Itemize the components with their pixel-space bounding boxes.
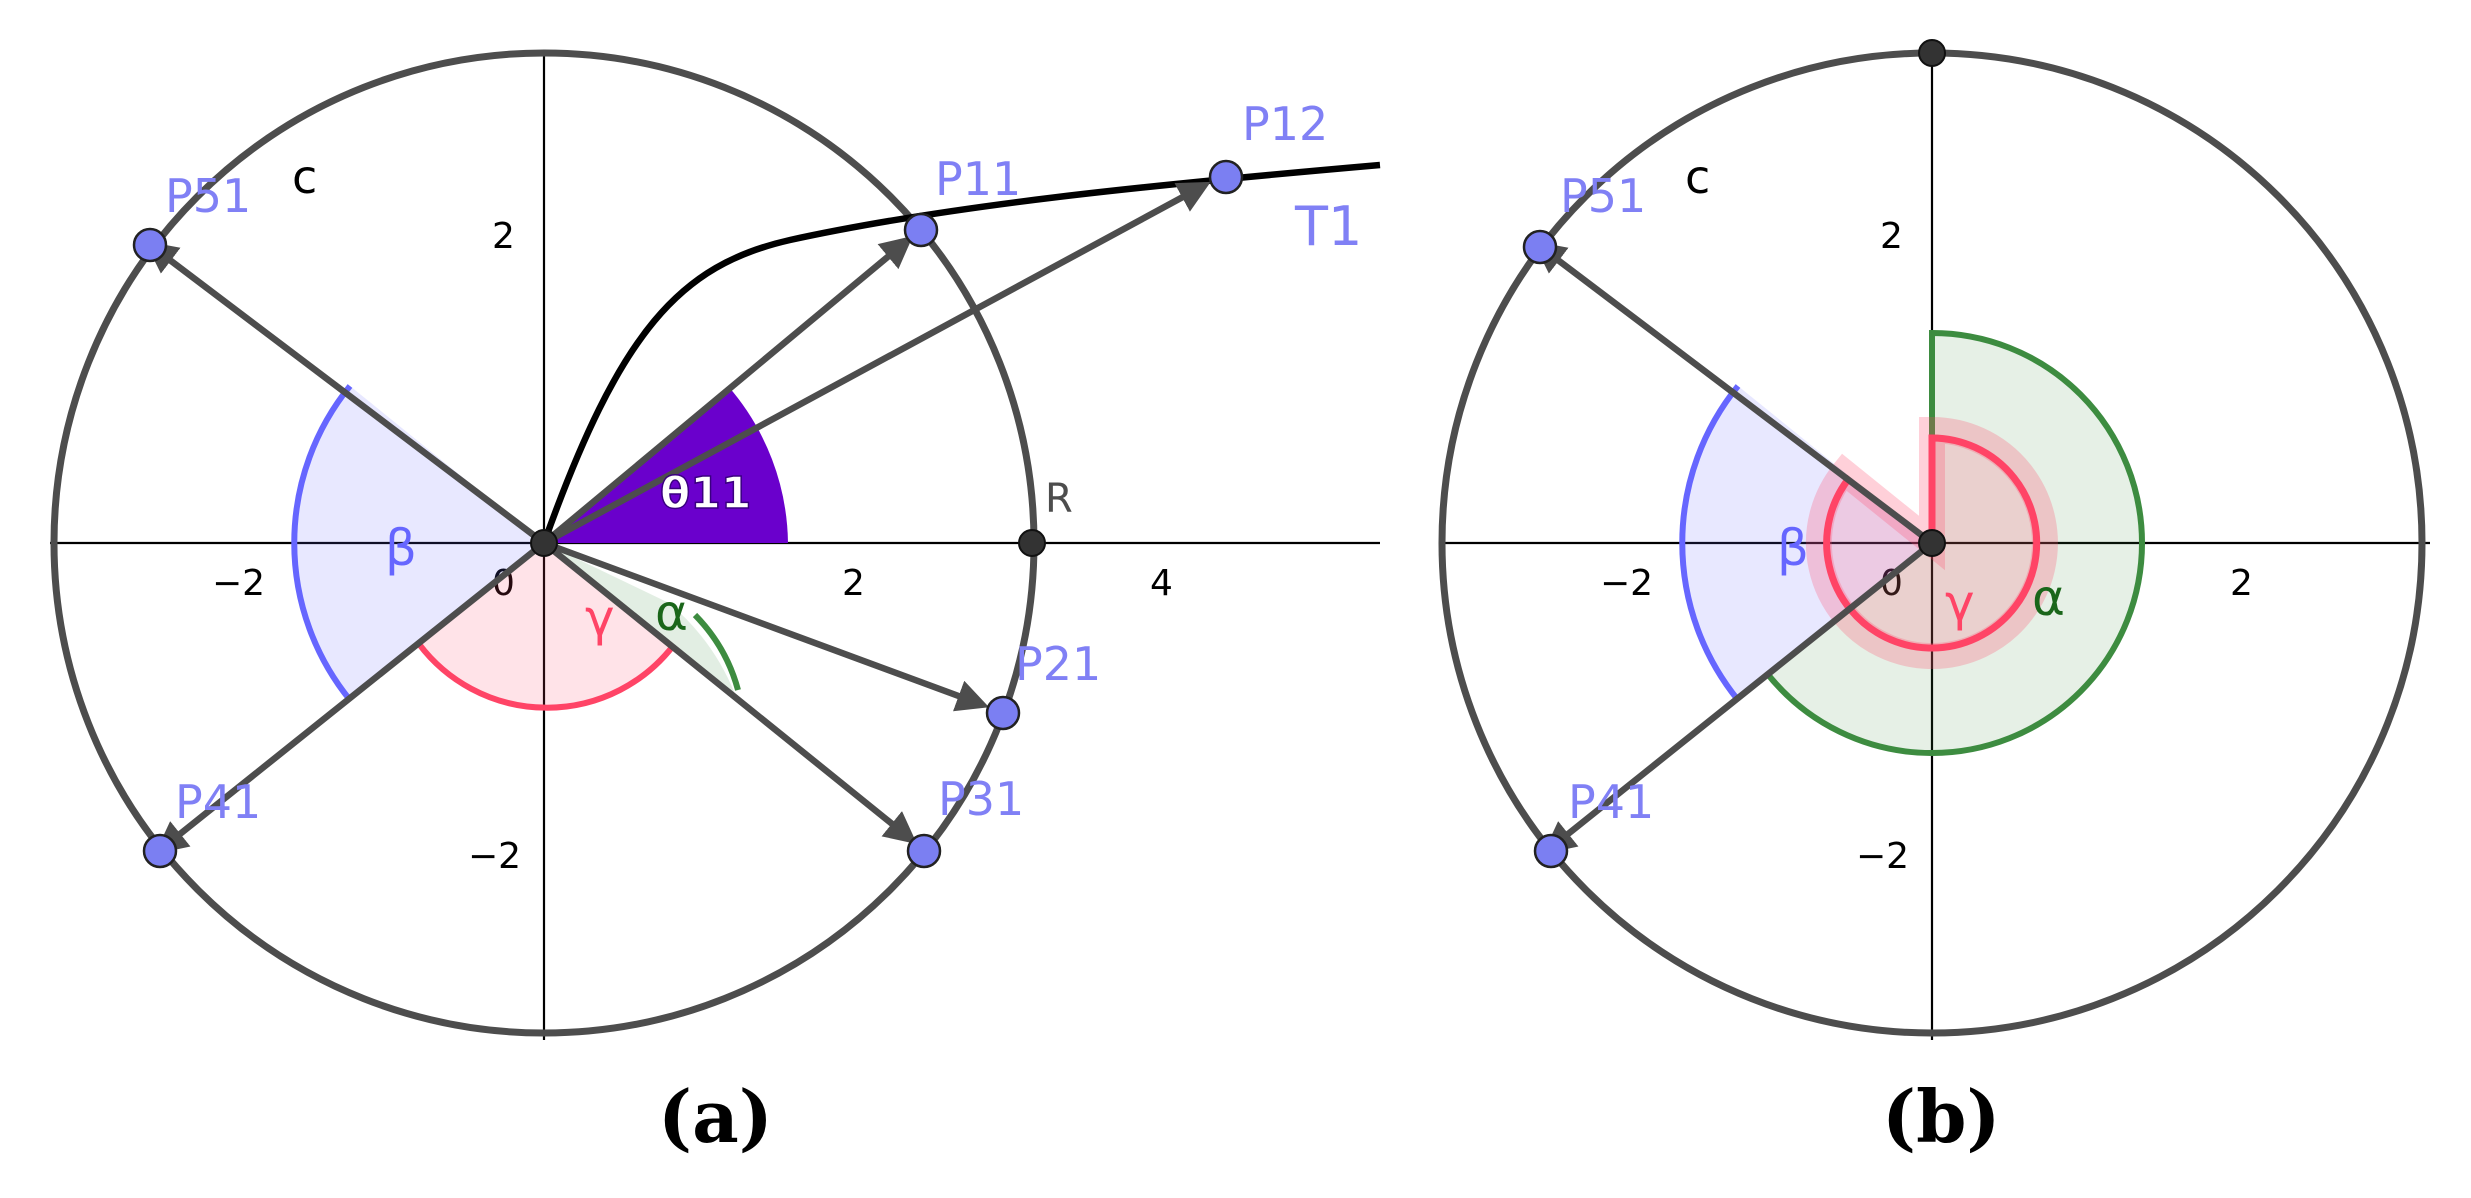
beta-angle-sector [294,386,544,700]
y-tick-label: −2 [468,836,521,877]
point-p31 [906,833,942,869]
label-r: R [1045,476,1073,522]
label-p51: P51 [1560,169,1646,223]
origin-point [530,529,558,557]
x-tick-label: 2 [842,563,865,604]
vector-p11 [541,235,913,546]
x-tick-label: 2 [2230,563,2253,604]
label-theta11: θ11 [660,468,751,519]
panel-a: −2 0 2 4 2 −2 P51 [50,49,1381,1159]
alpha-angle-arc [692,612,741,691]
label-p51: P51 [165,169,251,223]
label-t1: T1 [1294,195,1362,258]
gamma-angle-sector [419,543,673,708]
theta11-angle-sector [544,386,788,543]
x-tick-label: −2 [212,563,265,604]
label-p31: P31 [938,772,1024,826]
point-p51 [132,227,168,263]
origin-point [1918,529,1946,557]
label-alpha: α [2032,569,2065,627]
y-tick-label: 2 [1880,216,1903,257]
vector-p31 [541,540,918,845]
label-beta: β [385,519,417,577]
label-c: c [292,150,317,204]
panel-b: −2 0 2 2 −2 P51 P41 c β γ α (b) [1438,39,2430,1159]
caption-b: (b) [1882,1074,2000,1159]
y-tick-label: −2 [1856,836,1909,877]
label-p41: P41 [1568,775,1654,829]
beta-angle-sector [1682,386,1932,700]
alpha-angle-arc [1763,329,2145,757]
label-p41: P41 [175,775,261,829]
gamma-angle-highlight [1805,416,2058,669]
point-r [1018,529,1046,557]
top-point [1918,39,1946,67]
vector-p51 [144,241,546,546]
x-tick-label: −2 [1600,563,1653,604]
beta-angle-arc [291,384,353,702]
alpha-angle-sector [1766,333,2142,754]
vector-p41 [1542,540,1935,855]
point-p21 [985,695,1021,731]
point-p41 [1533,833,1569,869]
label-gamma: γ [585,589,615,647]
vector-p51 [1532,241,1934,546]
beta-angle-arc [1679,384,1741,702]
label-gamma: γ [1945,574,1975,632]
label-p12: P12 [1242,97,1328,151]
label-alpha: α [655,584,688,642]
y-tick-label: 2 [492,216,515,257]
point-p41 [142,833,178,869]
label-beta: β [1777,519,1809,577]
gamma-angle-arc [1823,434,2041,652]
caption-a: (a) [658,1074,773,1159]
point-p11 [903,212,939,248]
point-p12 [1208,159,1244,195]
vector-p12 [542,181,1211,546]
vector-p21 [542,539,990,712]
vector-p41 [154,540,547,855]
x-tick-label: 4 [1150,563,1173,604]
point-p51 [1522,229,1558,265]
label-c: c [1685,150,1710,204]
label-p21: P21 [1015,637,1101,691]
gamma-angle-arc [416,642,676,711]
label-p11: P11 [935,152,1021,206]
